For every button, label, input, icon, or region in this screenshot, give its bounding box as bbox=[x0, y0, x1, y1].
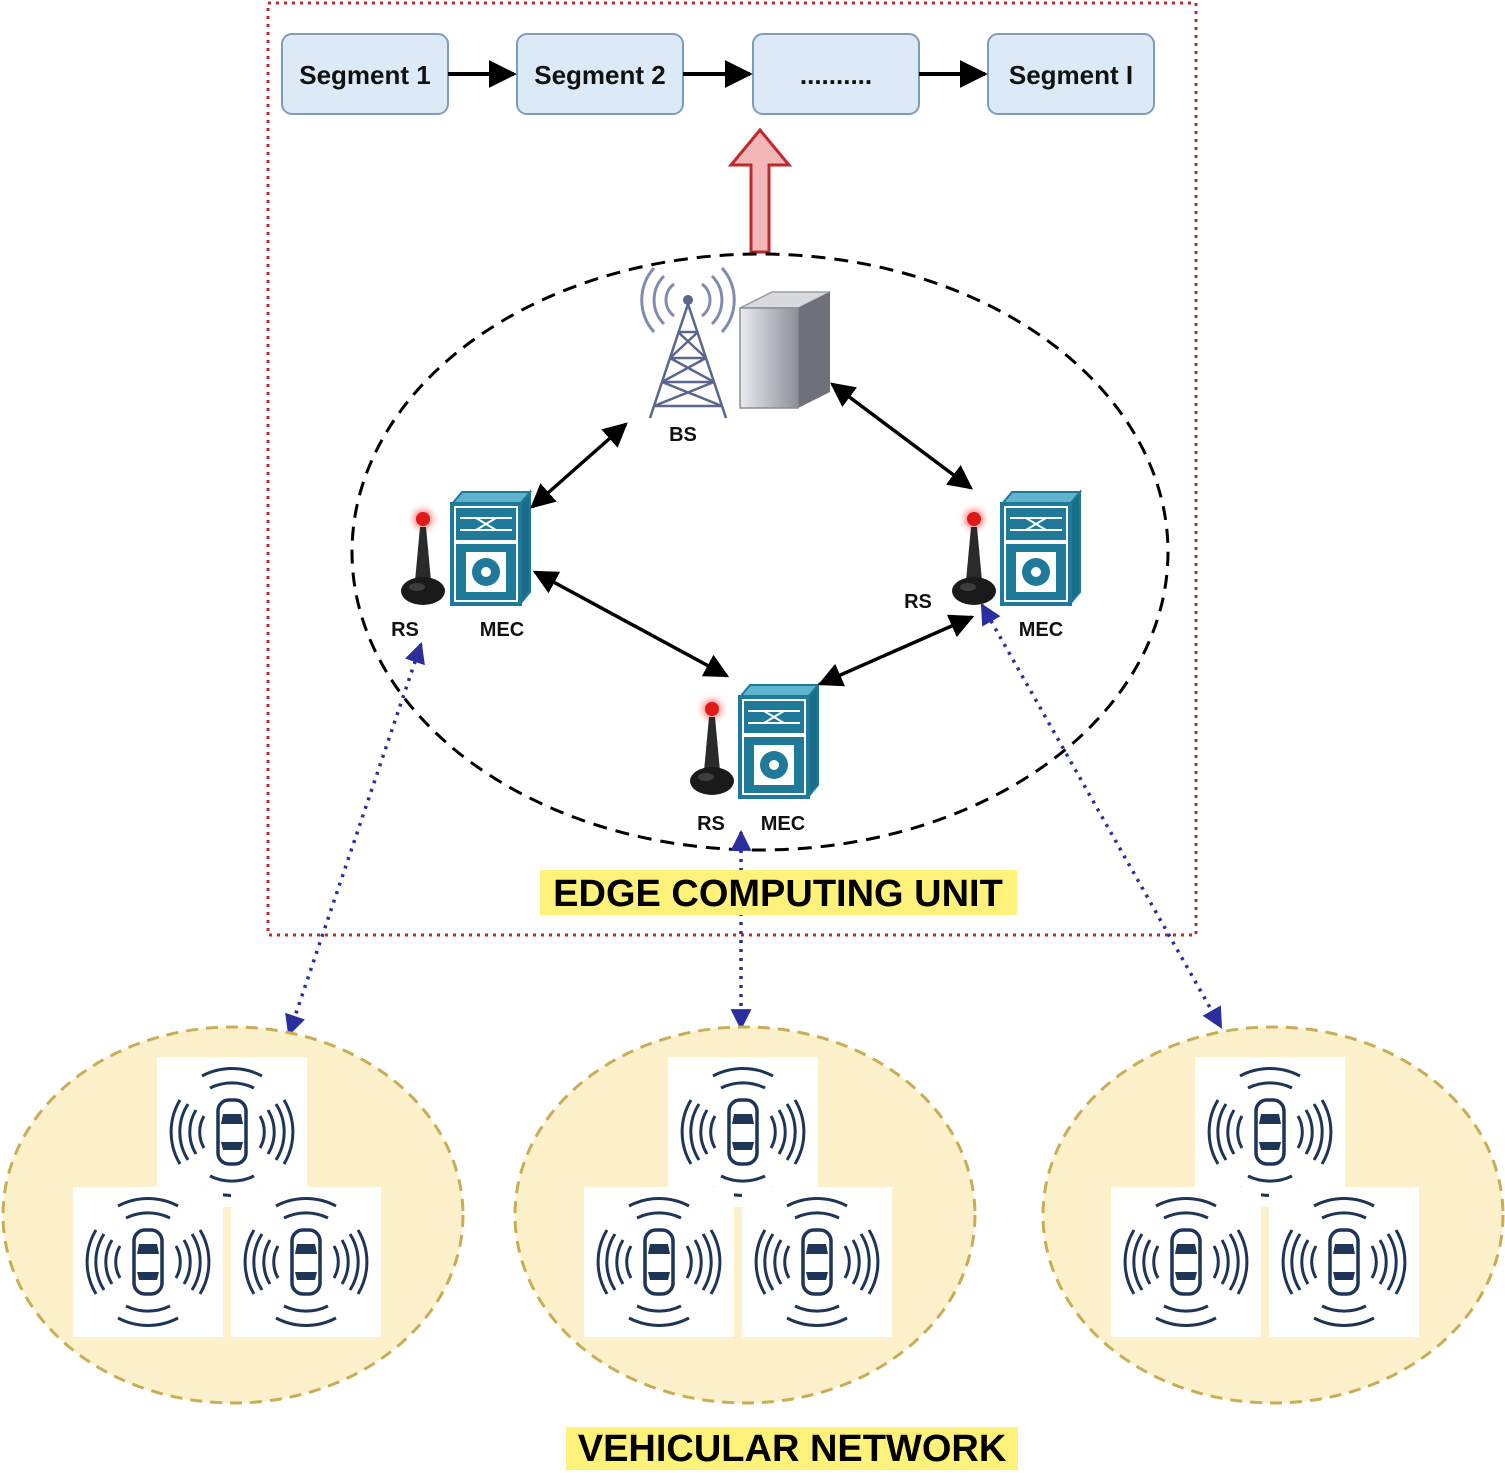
server-icon bbox=[739, 291, 831, 409]
segment-label-ellipsis: .......... bbox=[800, 60, 872, 90]
car-icon bbox=[229, 1185, 383, 1339]
car-icon bbox=[740, 1185, 894, 1339]
mec-label-left: MEC bbox=[480, 619, 524, 641]
segment-label-last: Segment I bbox=[1009, 60, 1133, 90]
segment-label-2: Segment 2 bbox=[534, 60, 666, 90]
vehicle-cluster-right bbox=[1041, 1025, 1505, 1405]
car-icon bbox=[1193, 1055, 1347, 1209]
vehicle-cluster-left bbox=[1, 1025, 465, 1405]
car-icon bbox=[666, 1055, 820, 1209]
mec-server-icon-left bbox=[450, 490, 532, 606]
vehicular-network-title: VEHICULAR NETWORK bbox=[578, 1428, 1007, 1470]
mec-label-bottom: MEC bbox=[761, 813, 805, 835]
link-server-right bbox=[830, 382, 973, 490]
bs-label: BS bbox=[669, 424, 697, 446]
rs-label-left: RS bbox=[391, 619, 419, 641]
antenna-icon-bottom bbox=[690, 693, 734, 795]
antenna-icon-left bbox=[401, 503, 445, 605]
segment-chain: Segment 1 Segment 2 .......... Segment I bbox=[281, 33, 1155, 115]
edge-unit-frame bbox=[266, 1, 1198, 937]
link-rs-left-cluster bbox=[285, 642, 425, 1036]
rs-label-bottom: RS bbox=[697, 813, 725, 835]
car-icon bbox=[582, 1185, 736, 1339]
vehicular-label-highlight bbox=[566, 1427, 1018, 1470]
rs-label-right: RS bbox=[904, 591, 932, 613]
car-icon bbox=[1267, 1185, 1421, 1339]
vehicle-cluster-middle bbox=[513, 1025, 977, 1405]
mec-server-icon-right bbox=[1000, 490, 1082, 606]
antenna-icon-right bbox=[952, 503, 996, 605]
link-left-bottom bbox=[532, 570, 730, 678]
upward-arrow bbox=[727, 127, 793, 254]
mec-label-right: MEC bbox=[1019, 619, 1063, 641]
car-icon bbox=[155, 1055, 309, 1209]
link-right-bottom bbox=[817, 614, 975, 687]
segment-label-1: Segment 1 bbox=[299, 60, 431, 90]
link-rs-right-cluster bbox=[980, 603, 1223, 1029]
link-bs-left bbox=[530, 422, 628, 509]
mec-server-icon-bottom bbox=[738, 683, 820, 799]
edge-unit-title: EDGE COMPUTING UNIT bbox=[553, 873, 1003, 915]
car-icon bbox=[71, 1185, 225, 1339]
segment-box-last bbox=[987, 33, 1155, 115]
edge-ellipse bbox=[350, 252, 1170, 852]
tower-icon bbox=[640, 267, 736, 419]
car-icon bbox=[1109, 1185, 1263, 1339]
edge-label-highlight bbox=[540, 870, 1017, 915]
